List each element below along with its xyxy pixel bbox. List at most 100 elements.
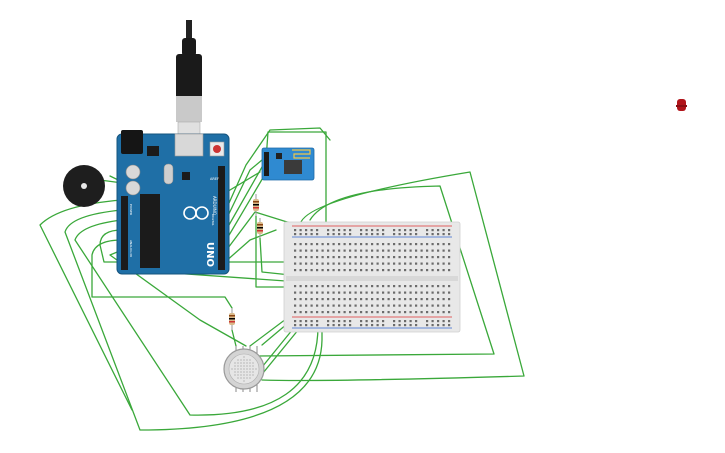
breadboard-hole[interactable] — [404, 262, 407, 265]
breadboard-hole[interactable] — [338, 304, 341, 307]
breadboard-hole[interactable] — [343, 243, 346, 246]
breadboard-hole[interactable] — [431, 262, 434, 265]
breadboard-hole[interactable] — [299, 229, 302, 232]
breadboard-hole[interactable] — [299, 320, 302, 323]
red-led[interactable] — [676, 99, 687, 111]
breadboard-hole[interactable] — [343, 311, 346, 314]
breadboard-hole[interactable] — [398, 324, 401, 327]
breadboard-hole[interactable] — [387, 298, 390, 301]
breadboard-hole[interactable] — [354, 311, 357, 314]
breadboard-hole[interactable] — [316, 285, 319, 288]
breadboard-hole[interactable] — [294, 269, 297, 272]
breadboard-hole[interactable] — [426, 229, 429, 232]
breadboard-hole[interactable] — [409, 229, 412, 232]
breadboard-hole[interactable] — [409, 320, 412, 323]
breadboard-hole[interactable] — [305, 324, 308, 327]
breadboard-hole[interactable] — [409, 285, 412, 288]
breadboard-hole[interactable] — [371, 256, 374, 259]
breadboard-hole[interactable] — [294, 304, 297, 307]
breadboard-hole[interactable] — [349, 285, 352, 288]
breadboard-hole[interactable] — [299, 285, 302, 288]
breadboard-hole[interactable] — [393, 320, 396, 323]
breadboard-hole[interactable] — [365, 269, 368, 272]
breadboard-hole[interactable] — [376, 233, 379, 236]
breadboard-hole[interactable] — [349, 311, 352, 314]
breadboard-hole[interactable] — [332, 243, 335, 246]
breadboard-hole[interactable] — [371, 229, 374, 232]
breadboard-hole[interactable] — [338, 269, 341, 272]
breadboard-hole[interactable] — [327, 249, 330, 252]
breadboard-hole[interactable] — [305, 229, 308, 232]
breadboard-hole[interactable] — [431, 311, 434, 314]
breadboard-hole[interactable] — [332, 324, 335, 327]
breadboard-hole[interactable] — [371, 324, 374, 327]
breadboard-hole[interactable] — [437, 324, 440, 327]
breadboard-hole[interactable] — [420, 304, 423, 307]
breadboard-hole[interactable] — [409, 233, 412, 236]
breadboard-hole[interactable] — [398, 249, 401, 252]
breadboard-hole[interactable] — [442, 229, 445, 232]
breadboard-hole[interactable] — [305, 256, 308, 259]
breadboard-hole[interactable] — [327, 291, 330, 294]
breadboard-hole[interactable] — [420, 285, 423, 288]
breadboard-hole[interactable] — [321, 298, 324, 301]
breadboard-hole[interactable] — [437, 285, 440, 288]
breadboard-hole[interactable] — [365, 229, 368, 232]
breadboard-hole[interactable] — [415, 262, 418, 265]
breadboard-hole[interactable] — [420, 249, 423, 252]
breadboard-hole[interactable] — [376, 298, 379, 301]
breadboard-hole[interactable] — [354, 262, 357, 265]
breadboard-hole[interactable] — [349, 243, 352, 246]
breadboard-hole[interactable] — [371, 233, 374, 236]
breadboard-hole[interactable] — [305, 298, 308, 301]
breadboard-hole[interactable] — [343, 320, 346, 323]
breadboard-hole[interactable] — [442, 298, 445, 301]
breadboard-hole[interactable] — [376, 269, 379, 272]
breadboard-hole[interactable] — [404, 243, 407, 246]
breadboard-hole[interactable] — [299, 324, 302, 327]
breadboard-hole[interactable] — [371, 243, 374, 246]
breadboard-hole[interactable] — [448, 229, 451, 232]
breadboard-hole[interactable] — [387, 262, 390, 265]
breadboard-hole[interactable] — [327, 243, 330, 246]
breadboard-hole[interactable] — [321, 285, 324, 288]
breadboard-hole[interactable] — [354, 285, 357, 288]
breadboard-hole[interactable] — [448, 298, 451, 301]
wire[interactable] — [74, 219, 319, 416]
breadboard-hole[interactable] — [371, 304, 374, 307]
breadboard-hole[interactable] — [442, 285, 445, 288]
breadboard-hole[interactable] — [409, 311, 412, 314]
breadboard-hole[interactable] — [387, 304, 390, 307]
breadboard-hole[interactable] — [404, 285, 407, 288]
breadboard-hole[interactable] — [404, 324, 407, 327]
breadboard-hole[interactable] — [387, 249, 390, 252]
breadboard-hole[interactable] — [338, 320, 341, 323]
breadboard-hole[interactable] — [305, 291, 308, 294]
breadboard-hole[interactable] — [398, 269, 401, 272]
breadboard-hole[interactable] — [338, 256, 341, 259]
breadboard-hole[interactable] — [349, 320, 352, 323]
breadboard-hole[interactable] — [426, 249, 429, 252]
breadboard-hole[interactable] — [294, 298, 297, 301]
breadboard-hole[interactable] — [393, 233, 396, 236]
breadboard-hole[interactable] — [382, 324, 385, 327]
breadboard-hole[interactable] — [371, 298, 374, 301]
breadboard-hole[interactable] — [360, 298, 363, 301]
resistor-r1[interactable] — [253, 194, 259, 216]
breadboard-hole[interactable] — [343, 256, 346, 259]
breadboard-hole[interactable] — [376, 249, 379, 252]
breadboard-hole[interactable] — [332, 291, 335, 294]
breadboard-hole[interactable] — [426, 233, 429, 236]
breadboard-hole[interactable] — [305, 304, 308, 307]
breadboard-hole[interactable] — [448, 256, 451, 259]
breadboard-hole[interactable] — [404, 311, 407, 314]
breadboard-hole[interactable] — [327, 320, 330, 323]
breadboard-hole[interactable] — [365, 233, 368, 236]
breadboard-hole[interactable] — [349, 291, 352, 294]
breadboard-hole[interactable] — [376, 311, 379, 314]
breadboard-hole[interactable] — [382, 311, 385, 314]
breadboard-hole[interactable] — [382, 298, 385, 301]
resistor-r2[interactable] — [257, 218, 263, 238]
breadboard-hole[interactable] — [327, 229, 330, 232]
breadboard-hole[interactable] — [437, 243, 440, 246]
